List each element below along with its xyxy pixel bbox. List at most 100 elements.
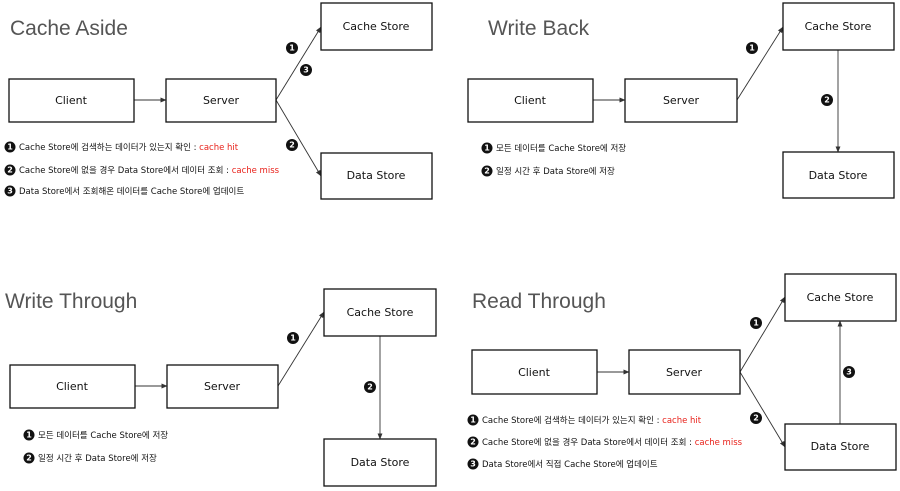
text-label: Cache Store에 없을 경우 Data Store에서 데이터 조회 :	[19, 165, 232, 176]
text-label: Data Store에서 직접 Cache Store에 업데이트	[482, 459, 658, 470]
edge-server-data	[739, 371, 786, 448]
text-label: 2	[824, 96, 830, 105]
step-badge: 2	[286, 139, 298, 151]
server-label: Server	[666, 366, 703, 379]
server-node: Server	[624, 78, 738, 123]
note-item: 2 Cache Store에 없을 경우 Data Store에서 데이터 조회…	[467, 436, 743, 448]
cache-store-label: Cache Store	[805, 20, 872, 33]
cache-miss-label: cache miss	[232, 166, 280, 176]
svg-text:Cache Store에 없을 경우 Data Store에: Cache Store에 없을 경우 Data Store에서 데이터 조회 :…	[482, 437, 743, 448]
cache-store-label: Cache Store	[347, 306, 414, 319]
server-node: Server	[165, 78, 277, 123]
text-label: 2	[26, 454, 32, 463]
text-label: 1	[290, 334, 296, 343]
server-node: Server	[166, 364, 279, 409]
cache-store-node: Cache Store	[784, 273, 897, 322]
cache-hit-label: cache hit	[199, 143, 239, 153]
note-item: 2 일정 시간 후 Data Store에 저장	[23, 452, 157, 464]
text-label: 1	[26, 431, 32, 440]
text-label: Cache Store에 검색하는 데이터가 있는지 확인 :	[482, 415, 662, 426]
edge-server-cache	[277, 311, 325, 387]
text-label: 모든 데이터를 Cache Store에 저장	[38, 430, 168, 441]
step-badge: 1	[750, 317, 762, 329]
svg-text:Cache Store에 검색하는 데이터가 있는지 확인: Cache Store에 검색하는 데이터가 있는지 확인 : cache hi…	[482, 415, 702, 426]
cache-store-node: Cache Store	[782, 2, 895, 51]
server-label: Server	[663, 94, 700, 107]
note-item: 1 모든 데이터를 Cache Store에 저장	[23, 429, 168, 441]
cache-miss-label: cache miss	[695, 438, 743, 448]
server-label: Server	[204, 380, 241, 393]
edge-server-data	[275, 99, 322, 177]
client-label: Client	[518, 366, 551, 379]
step-badge: 2	[364, 381, 376, 393]
text-label: Cache Store에 검색하는 데이터가 있는지 확인 :	[19, 142, 199, 153]
data-store-label: Data Store	[347, 169, 406, 182]
text-label: 1	[753, 319, 759, 328]
text-label: 2	[367, 383, 373, 392]
note-item: 2 일정 시간 후 Data Store에 저장	[481, 165, 615, 177]
text-label: 1	[484, 144, 490, 153]
panel-write-back: Write Back Client Server Cache Store Dat…	[467, 2, 895, 199]
text-label: 2	[289, 141, 295, 150]
svg-text:일정 시간 후 Data Store에 저장: 일정 시간 후 Data Store에 저장	[38, 453, 157, 464]
text-label: 1	[749, 44, 755, 53]
client-label: Client	[55, 94, 88, 107]
cache-store-node: Cache Store	[323, 288, 437, 337]
server-label: Server	[203, 94, 240, 107]
data-store-label: Data Store	[811, 440, 870, 453]
client-node: Client	[471, 349, 598, 395]
text-label: 3	[846, 368, 852, 377]
note-item: 3 Data Store에서 조회해온 데이터를 Cache Store에 업데…	[4, 185, 244, 197]
svg-text:Cache Store에 없을 경우 Data Store에: Cache Store에 없을 경우 Data Store에서 데이터 조회 :…	[19, 165, 280, 176]
client-node: Client	[8, 78, 135, 123]
data-store-label: Data Store	[809, 169, 868, 182]
text-label: 1	[470, 416, 476, 425]
text-label: 모든 데이터를 Cache Store에 저장	[496, 143, 626, 154]
edge-server-cache	[736, 26, 784, 101]
edge-server-cache	[275, 26, 322, 101]
text-label: 2	[484, 167, 490, 176]
client-label: Client	[56, 380, 89, 393]
note-item: 3 Data Store에서 직접 Cache Store에 업데이트	[467, 458, 658, 470]
text-label: 일정 시간 후 Data Store에 저장	[496, 166, 615, 177]
step-badge: 1	[286, 42, 298, 54]
note-item: 1 Cache Store에 검색하는 데이터가 있는지 확인 : cache …	[4, 141, 239, 153]
svg-text:일정 시간 후 Data Store에 저장: 일정 시간 후 Data Store에 저장	[496, 166, 615, 177]
data-store-node: Data Store	[320, 152, 433, 200]
text-label: 3	[7, 187, 13, 196]
text-label: 2	[7, 166, 13, 175]
svg-text:Cache Store에 검색하는 데이터가 있는지 확인: Cache Store에 검색하는 데이터가 있는지 확인 : cache hi…	[19, 142, 239, 153]
note-item: 1 Cache Store에 검색하는 데이터가 있는지 확인 : cache …	[467, 414, 702, 426]
note-item: 2 Cache Store에 없을 경우 Data Store에서 데이터 조회…	[4, 164, 280, 176]
svg-text:모든 데이터를 Cache Store에 저장: 모든 데이터를 Cache Store에 저장	[496, 143, 626, 154]
text-label: 일정 시간 후 Data Store에 저장	[38, 453, 157, 464]
panel-read-through: Read Through Client Server Cache Store D…	[467, 273, 897, 471]
cache-store-label: Cache Store	[807, 291, 874, 304]
panel-title: Write Through	[5, 290, 137, 313]
text-label: Cache Store에 없을 경우 Data Store에서 데이터 조회 :	[482, 437, 695, 448]
note-item: 1 모든 데이터를 Cache Store에 저장	[481, 142, 626, 154]
text-label: 2	[470, 438, 476, 447]
data-store-node: Data Store	[782, 151, 895, 199]
step-badge: 3	[843, 366, 855, 378]
step-badge: 1	[287, 332, 299, 344]
panel-write-through: Write Through Client Server Cache Store …	[5, 288, 437, 487]
panel-title: Cache Aside	[10, 17, 128, 40]
step-badge: 2	[750, 412, 762, 424]
step-badge: 3	[300, 64, 312, 76]
text-label: 1	[289, 44, 295, 53]
client-label: Client	[514, 94, 547, 107]
data-store-node: Data Store	[784, 423, 897, 471]
panel-cache-aside: Cache Aside Client Server Cache Store Da…	[4, 2, 433, 200]
data-store-label: Data Store	[351, 456, 410, 469]
text-label: 2	[753, 414, 759, 423]
panel-title: Write Back	[488, 17, 590, 40]
panel-title: Read Through	[472, 290, 606, 313]
text-label: 3	[303, 66, 309, 75]
step-badge: 1	[746, 42, 758, 54]
client-node: Client	[467, 78, 594, 123]
svg-text:Data Store에서 조회해온 데이터를 Cache S: Data Store에서 조회해온 데이터를 Cache Store에 업데이트	[19, 186, 244, 197]
data-store-node: Data Store	[323, 438, 437, 487]
client-node: Client	[9, 364, 136, 409]
